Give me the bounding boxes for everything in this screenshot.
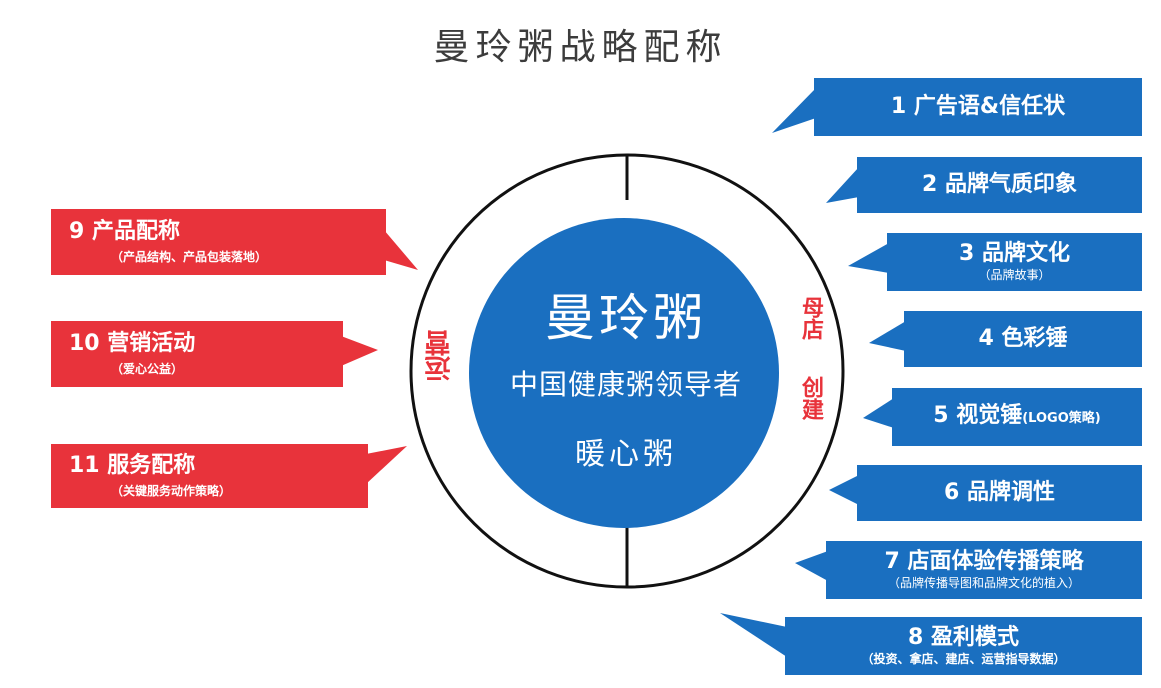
callout-tail-8 [720, 613, 787, 657]
callout-11-subtitle: （关键服务动作策略） [111, 484, 232, 498]
callout-5: 5 视觉锤(LOGO策略) [892, 388, 1142, 446]
red-callout-shapes [51, 209, 418, 508]
callout-tail-7 [795, 551, 828, 581]
callout-tail-11 [366, 446, 407, 484]
callout-8-title: 8 盈利模式 [908, 625, 1019, 650]
callout-box-4 [904, 311, 1142, 367]
callout-7: 7 店面体验传播策略 （品牌传播导图和品牌文化的植入） [826, 541, 1142, 599]
callout-tail-3 [848, 243, 889, 273]
page-title: 曼玲粥战略配称 [433, 27, 728, 68]
ring-label-right-bottom: 创建 [798, 376, 823, 420]
callout-9-title: 9 产品配称 [69, 219, 180, 244]
callout-tail-9 [384, 230, 418, 270]
callout-8-subtitle: （投资、拿店、建店、运营指导数据） [861, 652, 1066, 666]
callout-10-subtitle: （爱心公益） [111, 362, 184, 376]
callout-box-5 [892, 388, 1142, 446]
callout-1-title: 1 广告语&信任状 [890, 94, 1066, 119]
callout-box-7 [826, 541, 1142, 599]
callout-2: 2 品牌气质印象 [857, 157, 1142, 213]
callout-3: 3 品牌文化 （品牌故事） [887, 233, 1142, 291]
callout-6-title: 6 品牌调性 [944, 480, 1055, 505]
callout-box-1 [814, 78, 1142, 136]
ring-label-right-top: 母店 [798, 296, 823, 340]
brand-slogan: 中国健康粥领导者 [509, 368, 742, 401]
callout-10-title: 10 营销活动 [69, 331, 196, 356]
callout-box-2 [857, 157, 1142, 213]
callout-box-6 [857, 465, 1142, 521]
callout-box-10 [51, 321, 343, 387]
callout-4-title: 4 色彩锤 [978, 326, 1068, 351]
brand-warm: 暖心粥 [575, 437, 677, 472]
callout-2-title: 2 品牌气质印象 [922, 172, 1077, 197]
callout-7-title: 7 店面体验传播策略 [884, 549, 1084, 574]
callout-9: 9 产品配称 （产品结构、产品包装落地） [51, 209, 386, 275]
ring-label-left: 运营 [425, 330, 455, 382]
callout-tail-5 [863, 398, 894, 428]
callout-4: 4 色彩锤 [904, 311, 1142, 367]
callout-tail-10 [341, 336, 378, 366]
callout-tail-1 [772, 88, 816, 133]
callout-tail-6 [829, 475, 859, 505]
callout-box-9 [51, 209, 386, 275]
callout-5-title-wrap: 5 视觉锤(LOGO策略) [933, 403, 1100, 432]
callout-tail-4 [869, 321, 906, 351]
callout-3-title: 3 品牌文化 [959, 241, 1070, 266]
callout-1: 1 广告语&信任状 [814, 78, 1142, 136]
callout-box-8 [785, 617, 1142, 675]
callout-8: 8 盈利模式 （投资、拿店、建店、运营指导数据） [785, 617, 1142, 675]
inner-circle [469, 218, 779, 528]
callout-tail-2 [826, 167, 859, 203]
callout-10: 10 营销活动 （爱心公益） [51, 321, 343, 387]
callout-6: 6 品牌调性 [857, 465, 1142, 521]
callout-11: 11 服务配称 （关键服务动作策略） [51, 444, 368, 508]
callout-5-title: 5 视觉锤 [933, 402, 1023, 428]
callout-9-subtitle: （产品结构、产品包装落地） [111, 250, 268, 264]
callout-3-subtitle: （品牌故事） [978, 268, 1051, 282]
blue-callout-shapes [720, 78, 1142, 675]
brand-name: 曼玲粥 [545, 289, 707, 347]
callout-box-3 [887, 233, 1142, 291]
callout-11-title: 11 服务配称 [69, 453, 196, 478]
callout-box-11 [51, 444, 368, 508]
callout-7-subtitle: （品牌传播导图和品牌文化的植入） [887, 576, 1080, 590]
callout-5-suffix: (LOGO策略) [1022, 410, 1101, 426]
